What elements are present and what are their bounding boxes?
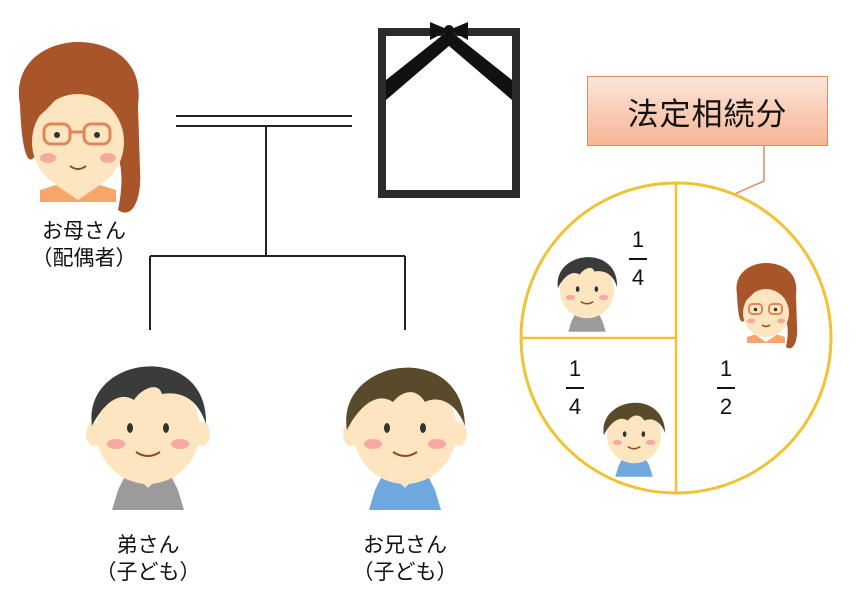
fraction-denominator: 2 [719, 394, 733, 419]
title-connector-line [729, 146, 765, 197]
share-fraction-bottom-left: 1 4 [555, 357, 595, 419]
mother-label: お母さん （配偶者） [14, 218, 154, 272]
family-tree-lines [149, 126, 406, 330]
older-brother-avatar [343, 367, 467, 510]
fraction-numerator: 1 [719, 356, 733, 381]
marriage-line [176, 115, 352, 127]
mother-role: （配偶者） [31, 246, 137, 270]
older-brother-name: お兄さん [363, 533, 447, 557]
legal-share-title: 法定相続分 [587, 76, 828, 146]
mother-name: お母さん [42, 219, 126, 243]
pie-older-brother-icon [603, 402, 666, 477]
younger-brother-label: 弟さん （子ども） [78, 532, 218, 586]
fraction-bar [717, 387, 735, 389]
fraction-numerator: 1 [568, 356, 582, 381]
older-brother-role: （子ども） [352, 560, 458, 584]
fraction-bar [629, 258, 647, 260]
deceased-father-portrait [378, 22, 520, 198]
fraction-denominator: 4 [631, 265, 645, 290]
share-fraction-top-left: 1 4 [618, 228, 658, 290]
younger-brother-name: 弟さん [116, 533, 180, 557]
older-brother-label: お兄さん （子ども） [335, 532, 475, 586]
younger-brother-role: （子ども） [95, 560, 201, 584]
fraction-bar [566, 387, 584, 389]
mother-avatar [18, 42, 141, 213]
share-fraction-right: 1 2 [706, 357, 746, 419]
pie-mother-icon [736, 263, 798, 349]
pie-younger-brother-icon [557, 257, 618, 332]
fraction-numerator: 1 [631, 227, 645, 252]
fraction-denominator: 4 [568, 394, 582, 419]
younger-brother-avatar [86, 366, 210, 510]
